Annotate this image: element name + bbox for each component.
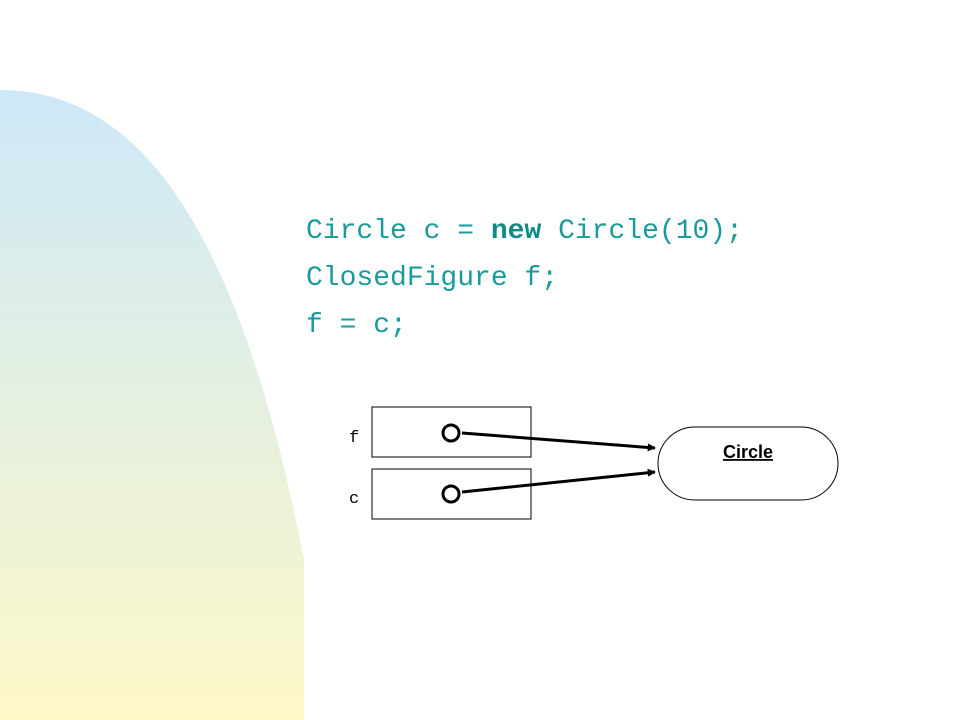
variable-label-f: f (349, 429, 359, 448)
code-line-3: f = c; (306, 310, 407, 341)
reference-arrow-f (461, 431, 656, 452)
circle-object-shape (657, 426, 839, 501)
pointer-dot-f (441, 423, 461, 443)
object-label: Circle (723, 442, 773, 462)
gradient-blob (0, 90, 304, 720)
code-line-1: Circle c = new Circle(10); (306, 216, 743, 248)
pointer-dot-c (441, 484, 461, 504)
code-line-2: ClosedFigure f; (306, 263, 559, 294)
variable-box-c (371, 468, 532, 520)
reference-arrow-c (461, 468, 656, 494)
code-line-1-start: Circle c = (306, 216, 491, 247)
keyword-new: new (490, 216, 542, 247)
code-line-1-end: Circle(10); (541, 216, 743, 247)
variable-label-c: c (349, 490, 359, 509)
